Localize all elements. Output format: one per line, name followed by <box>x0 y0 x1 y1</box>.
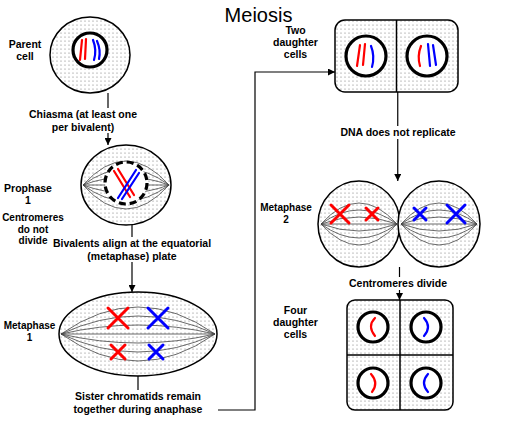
stage-label: Four daughter cells <box>268 304 323 340</box>
cell-shape <box>81 145 171 225</box>
stage-label: Parent cell <box>4 38 46 62</box>
nucleus <box>73 33 107 67</box>
spindle-fiber <box>321 224 397 231</box>
cell-outline <box>398 181 480 267</box>
cell-node: Metaphase 2 <box>318 181 480 267</box>
chromosome <box>149 345 163 359</box>
chromosome <box>447 205 465 223</box>
chromosome <box>366 208 378 220</box>
chromosome <box>371 374 375 392</box>
nucleus <box>358 312 388 342</box>
spindle-fiber <box>321 224 397 245</box>
cell-outline <box>81 145 171 225</box>
chromosome <box>414 208 426 220</box>
spindle-fiber <box>61 334 215 361</box>
spindle-fiber <box>401 224 477 245</box>
cell-shape <box>50 17 130 93</box>
cell-node: Four daughter cells <box>347 300 453 410</box>
cell-shape <box>318 181 480 267</box>
spindle-fiber <box>61 334 215 352</box>
spindle-fiber <box>401 224 477 238</box>
chromosome <box>108 308 128 328</box>
chromosome <box>428 44 430 66</box>
cell-node: Metaphase 1 <box>59 292 217 376</box>
chromosome <box>85 39 86 59</box>
stage-label: Two daughter cells <box>268 24 323 60</box>
spindle-fiber <box>401 224 477 231</box>
cell-outline <box>335 20 458 92</box>
chromosome <box>424 318 428 336</box>
cell-drawing <box>318 181 480 267</box>
cell-outline <box>59 292 217 376</box>
spindle-fiber <box>61 316 215 334</box>
step-note: Sister chromatids remain together during… <box>58 390 218 415</box>
cell-shape <box>347 300 453 410</box>
step-note: Chiasma (at least one per bivalent) <box>28 108 138 133</box>
nucleus <box>358 368 388 398</box>
cell-drawing <box>335 20 458 92</box>
spindle-fiber <box>401 203 477 224</box>
nucleus <box>407 36 447 76</box>
spindle-fiber <box>321 224 397 238</box>
chromosome <box>97 41 100 59</box>
spindle-fiber <box>61 307 215 334</box>
chromosome <box>331 205 349 223</box>
cell-shape <box>335 20 458 92</box>
stage-label: Prophase 1 <box>3 182 53 206</box>
cell-drawing <box>50 17 130 93</box>
nucleus <box>346 36 386 76</box>
cell-node: Prophase 1Centromeres do not divide <box>81 145 171 225</box>
step-note: DNA does not replicate <box>333 126 463 139</box>
step-note: Bivalents align at the equatorial (metap… <box>52 237 212 262</box>
cell-division <box>347 354 453 356</box>
cell-shape <box>59 292 217 376</box>
nucleus <box>105 162 147 204</box>
cell-outline <box>318 181 400 267</box>
chromosome <box>80 40 82 60</box>
cell-node: Two daughter cells <box>335 20 458 92</box>
cell-outline <box>50 17 130 93</box>
spindle-fiber <box>61 325 215 334</box>
chromosome <box>111 345 125 359</box>
chromosome <box>371 318 375 336</box>
chromosome <box>363 44 365 65</box>
spindle-fiber <box>321 203 397 224</box>
nucleus <box>411 312 441 342</box>
cell-drawing <box>81 145 171 225</box>
chromosome <box>419 46 421 66</box>
spindle-fiber <box>61 334 215 343</box>
chromosome <box>433 45 436 65</box>
cell-node: Parent cell <box>50 17 130 93</box>
chromosome <box>371 46 373 67</box>
stage-label: Metaphase 1 <box>2 320 57 343</box>
chromosome <box>148 308 168 328</box>
chromosome <box>357 45 360 66</box>
spindle-fiber <box>61 334 215 335</box>
cell-outline <box>347 300 453 410</box>
chromosome <box>93 40 95 60</box>
cell-drawing <box>347 300 453 410</box>
stage-label: Metaphase 2 <box>258 202 314 225</box>
chromosome <box>122 173 139 199</box>
chromosome <box>118 170 136 198</box>
cell-drawing <box>59 292 217 376</box>
nucleus <box>411 368 441 398</box>
cell-division <box>396 20 398 92</box>
step-note: Centromeres divide <box>338 277 458 290</box>
chromosome <box>424 374 428 392</box>
